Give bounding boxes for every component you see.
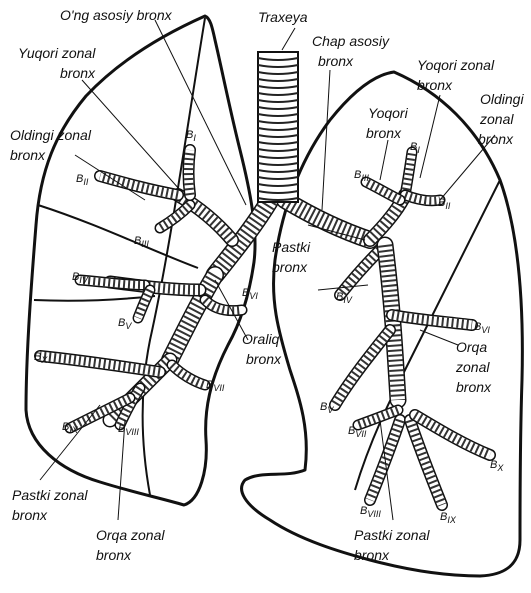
label-oldingi-l-2: bronx (10, 147, 46, 163)
label-chap-asosiy-2: bronx (318, 53, 354, 69)
label-orqa-l-2: bronx (96, 547, 132, 563)
seg-right-s8: BVIII (118, 423, 139, 437)
label-pastki-zonal-r-2: bronx (354, 547, 390, 563)
label-yuqori-zonal-2: bronx (60, 65, 96, 81)
label-pastki-zonal-l-1: Pastki zonal (12, 487, 88, 503)
seg-left-s10: BX (490, 459, 504, 473)
right-fissure-3 (34, 296, 155, 301)
seg-left-s8: BVIII (360, 505, 381, 519)
seg-left-s3: BIII (354, 169, 369, 183)
label-traxeya: Traxeya (258, 9, 308, 25)
seg-right-s5: BV (118, 317, 132, 331)
label-orqa-r-1: Orqa (456, 339, 487, 355)
label-yoqori-2: bronx (366, 125, 402, 141)
label-pastki-m-1: Pastki (272, 239, 311, 255)
label-ong-asosiy-bronx: O'ng asosiy bronx (60, 7, 173, 23)
label-chap-asosiy-1: Chap asosiy (312, 33, 390, 49)
label-pastki-zonal-r-1: Pastki zonal (354, 527, 430, 543)
bronchial-tree (40, 150, 490, 505)
label-oldingi-l-1: Oldingi zonal (10, 127, 92, 143)
seg-right-s2: BII (76, 173, 89, 187)
seg-left-s6: BVI (474, 321, 490, 335)
seg-left-s9: BIX (440, 511, 457, 525)
seg-right-s3: BIII (134, 235, 149, 249)
label-yoqori-zonal-r-2: bronx (417, 77, 453, 93)
label-oldingi-r-3: bronx (478, 131, 514, 147)
label-pastki-m-2: bronx (272, 259, 308, 275)
seg-right-s1: BI (186, 129, 196, 143)
seg-left-s1: BI (410, 141, 420, 155)
label-pastki-zonal-l-2: bronx (12, 507, 48, 523)
label-orqa-l-1: Orqa zonal (96, 527, 165, 543)
label-orqa-r-3: bronx (456, 379, 492, 395)
label-yoqori-zonal-r-1: Yoqori zonal (417, 57, 495, 73)
label-oldingi-r-2: zonal (479, 111, 514, 127)
label-oldingi-r-1: Oldingi (480, 91, 524, 107)
label-yoqori-1: Yoqori (368, 105, 409, 121)
seg-right-s7: BVII (206, 379, 225, 393)
label-oraliq-2: bronx (246, 351, 282, 367)
trachea (258, 52, 298, 202)
seg-left-s2: BII (438, 197, 451, 211)
label-oraliq-1: Oraliq (242, 331, 280, 347)
right-fissure-1 (143, 18, 206, 495)
label-yuqori-zonal-1: Yuqori zonal (18, 45, 96, 61)
label-orqa-r-2: zonal (455, 359, 490, 375)
seg-right-s4: BIV (72, 271, 89, 285)
